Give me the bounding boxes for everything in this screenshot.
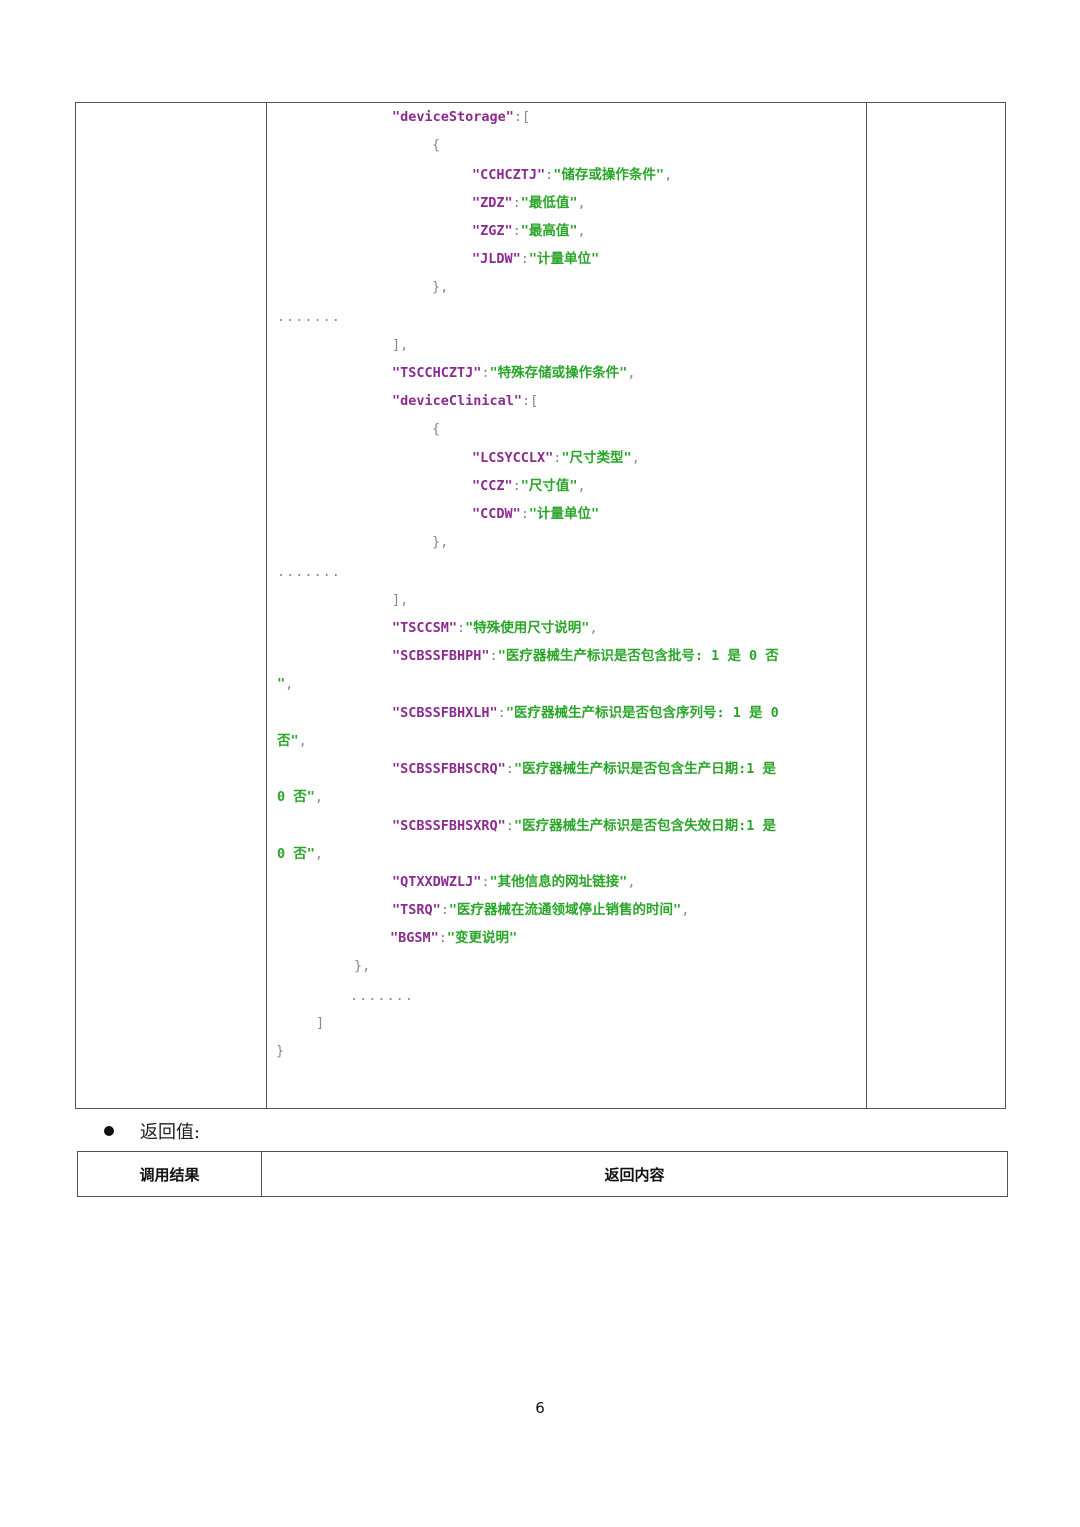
ellipsis: ....... bbox=[277, 309, 341, 325]
code-block: "deviceStorage":[ { "CCHCZTJ":"储存或操作条件",… bbox=[266, 102, 867, 1109]
code-line: ], bbox=[392, 592, 409, 608]
code-line: 0 否", bbox=[277, 846, 324, 862]
code-line: }, bbox=[432, 279, 449, 295]
return-value-label: 返回值: bbox=[140, 1122, 201, 1143]
code-line: ", bbox=[277, 676, 294, 692]
code-line: "CCDW":"计量单位" bbox=[472, 506, 600, 522]
page-number: 6 bbox=[535, 1399, 545, 1417]
return-value-heading: 返回值: bbox=[104, 1118, 200, 1144]
code-line: "CCHCZTJ":"储存或操作条件", bbox=[472, 167, 673, 183]
header-return-content: 返回内容 bbox=[261, 1151, 1008, 1197]
code-line: { bbox=[432, 137, 441, 153]
code-line: "TSCCSM":"特殊使用尺寸说明", bbox=[392, 620, 598, 636]
code-line: "SCBSSFBHXLH":"医疗器械生产标识是否包含序列号: 1 是 0 bbox=[392, 705, 779, 721]
ellipsis: ....... bbox=[350, 988, 414, 1004]
code-line: "ZDZ":"最低值", bbox=[472, 195, 586, 211]
code-line: "JLDW":"计量单位" bbox=[472, 251, 600, 267]
table-left-cell bbox=[75, 102, 267, 1109]
bullet-icon bbox=[104, 1126, 114, 1136]
code-line: "TSCCHCZTJ":"特殊存储或操作条件", bbox=[392, 365, 636, 381]
code-line: "SCBSSFBHSXRQ":"医疗器械生产标识是否包含失效日期:1 是 bbox=[392, 818, 776, 834]
return-table: 调用结果 返回内容 bbox=[77, 1151, 1008, 1197]
code-line: ], bbox=[392, 337, 409, 353]
table-right-cell bbox=[866, 102, 1006, 1109]
code-line: "BGSM":"变更说明" bbox=[390, 930, 518, 946]
code-line: { bbox=[432, 421, 441, 437]
code-line: "deviceStorage":[ bbox=[392, 109, 531, 125]
code-line: "LCSYCCLX":"尺寸类型", bbox=[472, 450, 640, 466]
code-line: "deviceClinical":[ bbox=[392, 393, 539, 409]
code-line: 否", bbox=[277, 733, 307, 749]
code-line: "SCBSSFBHPH":"医疗器械生产标识是否包含批号: 1 是 0 否 bbox=[392, 648, 779, 664]
ellipsis: ....... bbox=[277, 564, 341, 580]
code-line: "CCZ":"尺寸值", bbox=[472, 478, 586, 494]
code-line: "QTXXDWZLJ":"其他信息的网址链接", bbox=[392, 874, 636, 890]
request-example-table: "deviceStorage":[ { "CCHCZTJ":"储存或操作条件",… bbox=[75, 102, 1006, 1109]
code-line: ] bbox=[316, 1015, 325, 1031]
code-line: } bbox=[276, 1043, 285, 1059]
code-line: }, bbox=[432, 534, 449, 550]
code-line: "SCBSSFBHSCRQ":"医疗器械生产标识是否包含生产日期:1 是 bbox=[392, 761, 776, 777]
code-line: }, bbox=[354, 958, 371, 974]
header-call-result: 调用结果 bbox=[77, 1151, 262, 1197]
code-line: "TSRQ":"医疗器械在流通领域停止销售的时间", bbox=[392, 902, 690, 918]
code-line: 0 否", bbox=[277, 789, 324, 805]
code-line: "ZGZ":"最高值", bbox=[472, 223, 586, 239]
